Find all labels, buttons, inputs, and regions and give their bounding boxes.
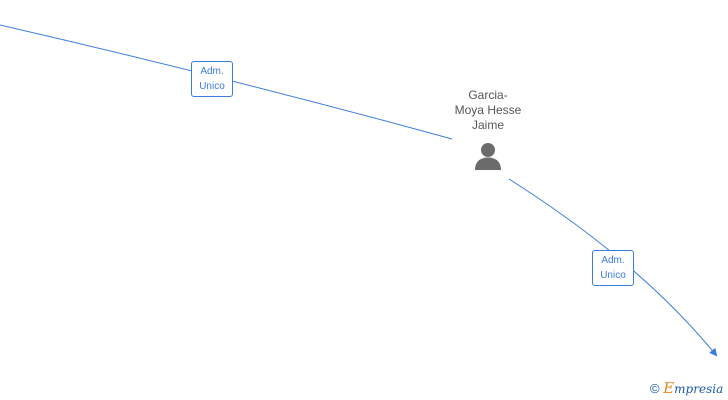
person-name: Garcia- Moya Hesse Jaime: [441, 88, 535, 133]
person-name-line-3: Jaime: [471, 118, 504, 132]
copyright-icon: ©: [650, 381, 660, 396]
person-name-line-1: Garcia-: [468, 88, 508, 102]
brand-initial: E: [663, 379, 675, 397]
edge-label-adm-unico-2[interactable]: Adm. Unico: [592, 250, 634, 286]
brand-rest: mpresia: [674, 382, 724, 396]
brand-logo: Empresia: [663, 379, 724, 397]
edge-label-line-1: Adm.: [601, 255, 625, 266]
edge-label-line-1: Adm.: [200, 66, 224, 77]
person-name-line-2: Moya Hesse: [454, 103, 522, 117]
person-icon: [475, 143, 501, 170]
copyright-footer: © Empresia: [650, 379, 723, 397]
edge-label-line-2: Unico: [199, 81, 225, 92]
edge-label-adm-unico-1[interactable]: Adm. Unico: [191, 61, 233, 97]
edge-label-line-2: Unico: [600, 270, 626, 281]
person-node[interactable]: Garcia- Moya Hesse Jaime: [441, 88, 535, 170]
